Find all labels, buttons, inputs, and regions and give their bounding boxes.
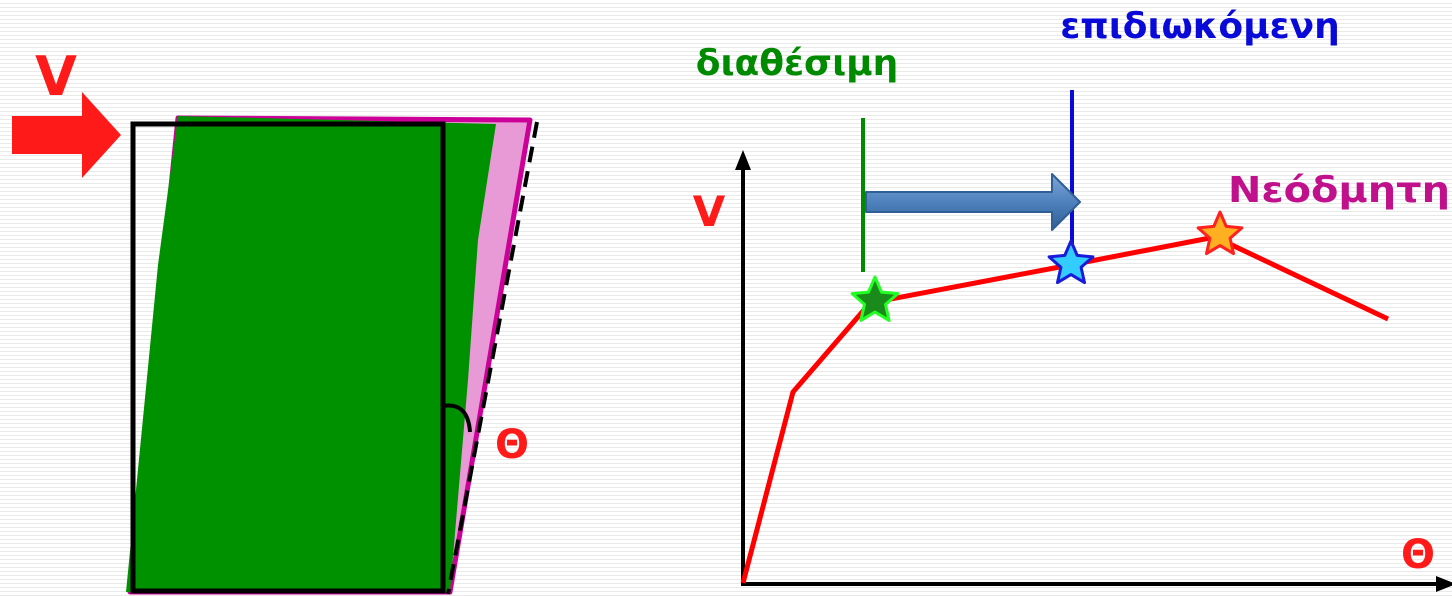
drift-angle-arc	[442, 403, 472, 433]
target-capacity-label: επιδιωκόμενη	[1060, 6, 1340, 47]
wall-deformation-figure: V Θ	[12, 45, 539, 595]
force-label: V	[35, 45, 77, 108]
x-axis-label: Θ	[1401, 532, 1435, 578]
upgrade-arrow	[865, 173, 1081, 231]
undeformed-wall-outline	[130, 121, 446, 594]
available-point-star-icon	[850, 275, 900, 322]
y-axis-arrowhead	[735, 150, 751, 170]
new-building-label: Νεόδμητη	[1228, 170, 1450, 211]
capacity-curve	[740, 234, 1390, 584]
new-building-point-star-icon	[1196, 210, 1244, 256]
capacity-curve-figure: V Θ διαθέσιμη επιδιωκόμενη Νεόδμητη	[693, 6, 1452, 592]
available-capacity-label: διαθέσιμη	[696, 43, 898, 84]
target-point-star-icon	[1047, 239, 1095, 285]
available-deformed-shape	[126, 116, 496, 592]
force-arrow	[12, 92, 121, 178]
target-drift-dashed-line	[446, 121, 539, 595]
y-axis-label: V	[693, 187, 726, 236]
x-axis-arrowhead	[1436, 576, 1452, 592]
drift-angle-label: Θ	[495, 422, 529, 468]
